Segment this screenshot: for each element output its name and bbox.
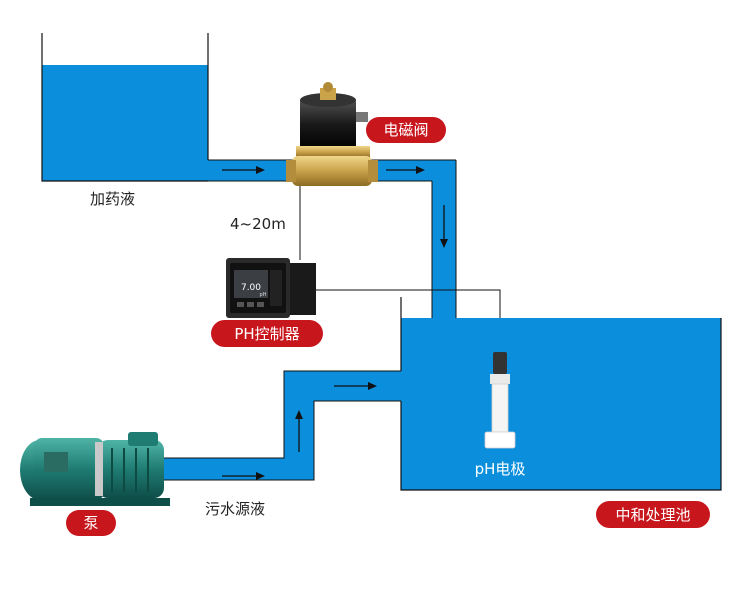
neutralization-tank-label: 中和处理池 [615,506,690,524]
tank-water [401,318,721,490]
flow-arrow [334,382,377,390]
signal-label: 4~20m [230,215,286,233]
flow-arrow [440,205,448,248]
pump-label: 泵 [83,514,98,532]
flow-arrow [222,166,265,174]
dosing-tank [41,33,209,182]
controller-reading: 7.00 [241,283,261,293]
solenoid-valve-badge: 电磁阀 [366,117,446,143]
ph-controller-badge: PH控制器 [211,320,323,347]
solenoid-valve-label: 电磁阀 [383,121,428,139]
ph-controller-label: PH控制器 [234,325,299,343]
pipe-edge [160,370,401,459]
flow-arrow [386,166,425,174]
flow-arrow [295,410,303,452]
controller-unit: pH [260,292,267,298]
ph-electrode-icon [484,352,516,449]
neutralization-tank-badge: 中和处理池 [596,501,710,528]
ph-electrode-label: pH电极 [475,460,526,478]
pump-badge: 泵 [66,510,116,536]
pump-icon [20,432,170,506]
tank-wall-left [41,33,208,182]
neutralization-tank [400,297,722,491]
ph-controller-icon: 7.00 pH [226,258,316,318]
sewage-pipe [160,370,402,481]
pipe-edge [160,400,401,481]
sewage-source-label: 污水源液 [205,500,265,518]
dosing-liquid-label: 加药液 [90,190,135,208]
pipe-horizontal [160,458,314,480]
flow-arrow [222,472,265,480]
dosing-liquid-fill [42,65,208,181]
solenoid-valve-icon [286,82,378,186]
